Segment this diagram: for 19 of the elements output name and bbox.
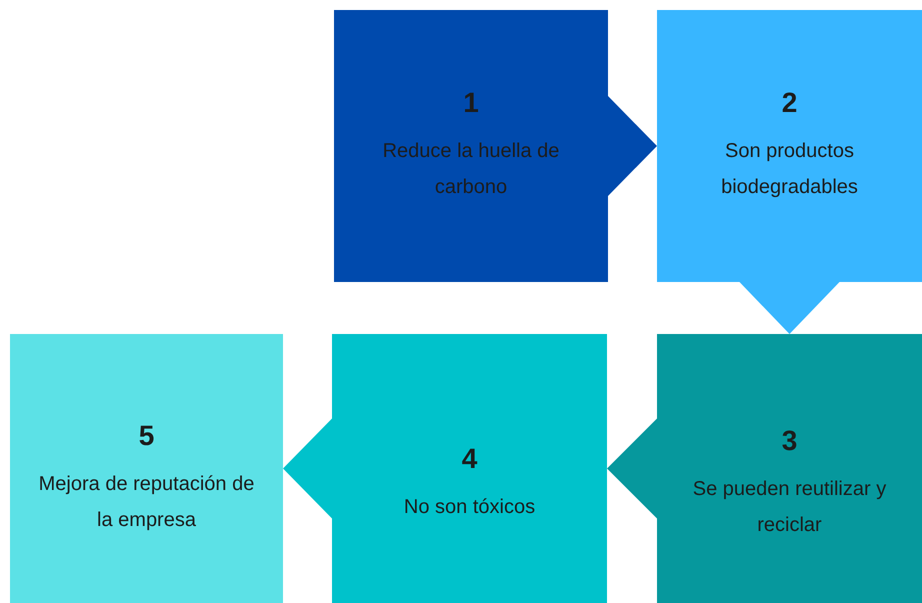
- step-number: 4: [462, 442, 478, 474]
- step-number: 3: [782, 424, 798, 456]
- step-text: Reduce la huella de carbono: [382, 139, 560, 200]
- step-text: Son productos biodegradables: [720, 139, 859, 200]
- step-number: 1: [463, 87, 479, 119]
- arrow: [607, 418, 657, 518]
- step-number: 2: [782, 87, 798, 119]
- step-text: No son tóxicos: [404, 494, 536, 520]
- step-box: [10, 334, 283, 603]
- step-box: [334, 10, 608, 282]
- step-box: [332, 334, 607, 603]
- step-text: Mejora de reputación de la empresa: [38, 472, 256, 532]
- step-number: 5: [138, 420, 154, 452]
- step-text: Se pueden reutilizar y reciclar: [692, 476, 888, 538]
- step-box: [657, 10, 922, 282]
- arrow: [740, 282, 840, 334]
- arrow: [283, 418, 332, 518]
- arrow: [608, 96, 657, 196]
- step-box: [657, 334, 922, 603]
